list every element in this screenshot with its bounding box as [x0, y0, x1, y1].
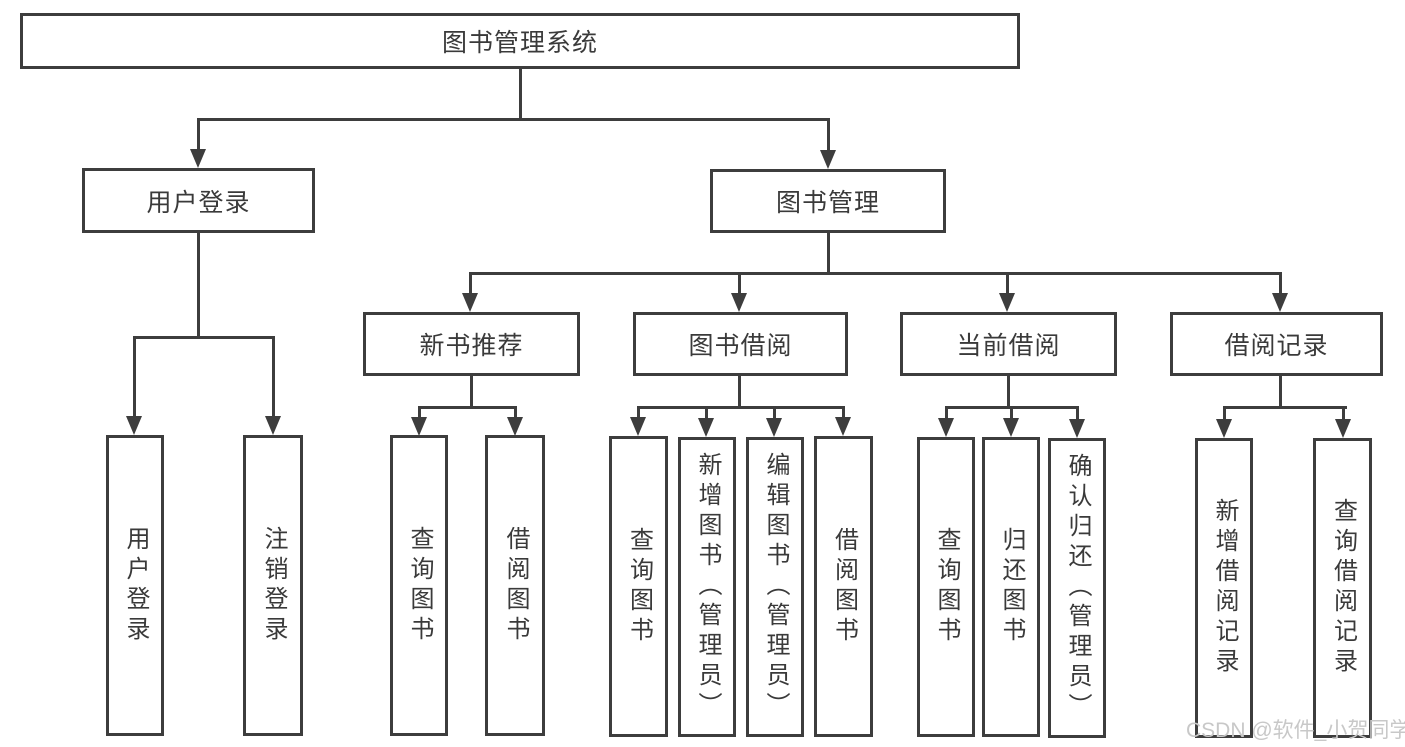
- leaf-logout: 注销登录: [243, 435, 303, 736]
- connector-drop-bookborrow: [738, 272, 741, 296]
- node-book-borrowing: 图书借阅: [633, 312, 848, 376]
- arrowhead-user-login: [190, 149, 206, 168]
- node-current-borrowing: 当前借阅: [900, 312, 1117, 376]
- leaf-borrow-books: 借阅图书: [814, 436, 873, 737]
- arrowhead-br-query: [1335, 419, 1351, 438]
- node-user-login: 用户登录: [82, 168, 315, 233]
- arrowhead-cb-return: [1003, 418, 1019, 437]
- connector-br-stem: [1279, 376, 1282, 406]
- connector-drop-logout-leaf: [272, 336, 275, 419]
- connector-drop-book-mgmt: [827, 118, 830, 152]
- connector-cb-stem: [1007, 376, 1010, 406]
- arrowhead-nb-query: [411, 417, 427, 436]
- connector-drop-br-query: [1342, 406, 1345, 420]
- arrowhead-records: [1272, 293, 1288, 312]
- arrowhead-bb-add: [698, 418, 714, 437]
- connector-userlogin-bar: [133, 336, 275, 339]
- leaf-add-borrow-record: 新增借阅记录: [1195, 438, 1253, 738]
- connector-drop-br-add: [1223, 406, 1226, 420]
- leaf-add-books-admin: 新增图书（管理员）: [678, 437, 736, 737]
- connector-root-bar: [197, 118, 830, 121]
- leaf-confirm-return-admin: 确认归还（管理员）: [1048, 438, 1106, 738]
- leaf-edit-books-admin: 编辑图书（管理员）: [746, 437, 804, 737]
- arrowhead-login-leaf: [126, 416, 142, 435]
- arrowhead-bb-borrow: [835, 417, 851, 436]
- connector-drop-cb-query: [945, 406, 948, 420]
- connector-drop-cb-return: [1010, 406, 1013, 420]
- leaf-query-borrow-record: 查询借阅记录: [1313, 438, 1372, 738]
- node-library-management-system: 图书管理系统: [20, 13, 1020, 69]
- connector-drop-bb-add: [705, 406, 708, 420]
- connector-root-stem: [519, 68, 522, 120]
- connector-drop-nb-query: [418, 406, 421, 420]
- leaf-query-books-current: 查询图书: [917, 437, 975, 737]
- node-new-book-recommendation: 新书推荐: [363, 312, 580, 376]
- arrowhead-currentborrow: [999, 293, 1015, 312]
- arrowhead-cb-query: [938, 418, 954, 437]
- connector-newbook-bar: [418, 406, 517, 409]
- connector-br-bar: [1223, 406, 1347, 409]
- connector-drop-bb-query: [637, 406, 640, 420]
- csdn-watermark: CSDN @软件_小贺同学: [1186, 719, 1405, 742]
- arrowhead-book-mgmt: [820, 150, 836, 169]
- connector-drop-nb-borrow: [514, 406, 517, 420]
- connector-newbook-stem: [470, 376, 473, 406]
- leaf-query-books-recommend: 查询图书: [390, 435, 448, 736]
- leaf-query-books-borrow: 查询图书: [609, 436, 668, 737]
- connector-bb-bar: [637, 406, 845, 409]
- connector-drop-newbook: [469, 272, 472, 296]
- connector-drop-records: [1279, 272, 1282, 296]
- connector-drop-login-leaf: [133, 336, 136, 419]
- connector-bookmgmt-bar: [469, 272, 1282, 275]
- connector-bb-stem: [738, 376, 741, 406]
- leaf-return-books: 归还图书: [982, 437, 1040, 737]
- arrowhead-logout-leaf: [265, 416, 281, 435]
- node-book-management: 图书管理: [710, 169, 946, 233]
- arrowhead-bb-query: [630, 417, 646, 436]
- leaf-borrow-books-recommend: 借阅图书: [485, 435, 545, 736]
- arrowhead-bookborrow: [731, 293, 747, 312]
- connector-drop-currentborrow: [1006, 272, 1009, 296]
- connector-drop-cb-confirm: [1076, 406, 1079, 420]
- node-borrowing-records: 借阅记录: [1170, 312, 1383, 376]
- connector-userlogin-stem: [197, 233, 200, 336]
- connector-drop-bb-edit: [773, 406, 776, 420]
- leaf-user-login: 用户登录: [106, 435, 164, 736]
- arrowhead-cb-confirm: [1069, 419, 1085, 438]
- connector-bookmgmt-stem: [827, 233, 830, 272]
- arrowhead-nb-borrow: [507, 417, 523, 436]
- connector-drop-user-login: [197, 118, 200, 152]
- arrowhead-br-add: [1216, 419, 1232, 438]
- connector-drop-bb-borrow: [842, 406, 845, 420]
- arrowhead-bb-edit: [766, 418, 782, 437]
- arrowhead-newbook: [462, 293, 478, 312]
